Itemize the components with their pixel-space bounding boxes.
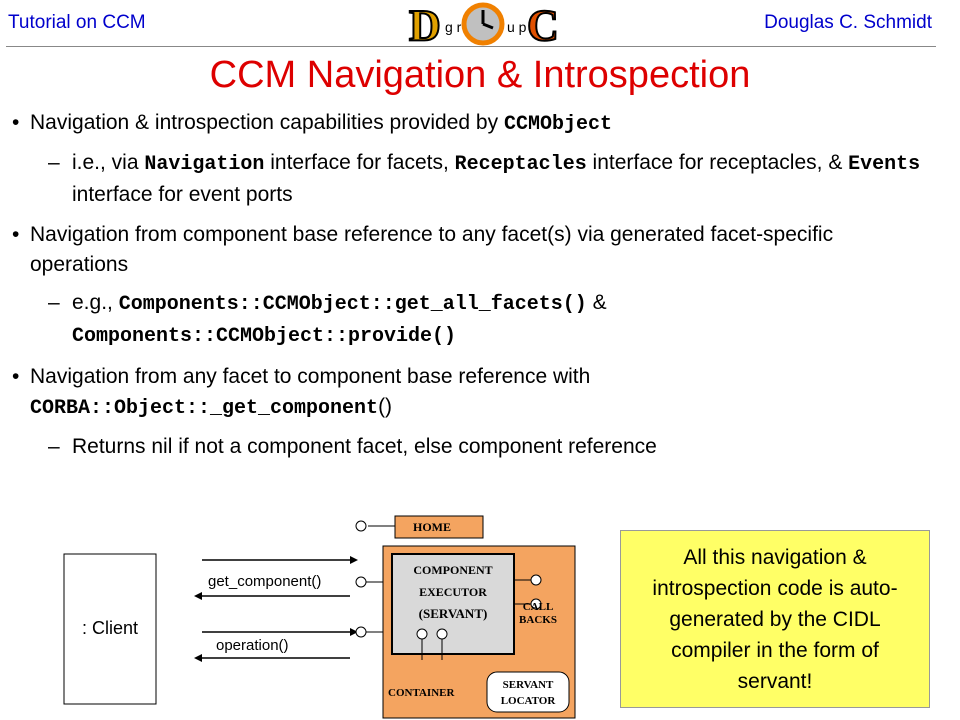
home-port xyxy=(355,520,367,532)
bullet-text: () xyxy=(378,395,393,418)
header-left-text: Tutorial on CCM xyxy=(8,12,146,33)
servant-locator-line1: SERVANT xyxy=(503,679,554,691)
bullet-text: Returns nil if not a component facet, el… xyxy=(72,435,657,458)
facet-port-1 xyxy=(355,576,367,588)
callbacks-line2: BACKS xyxy=(519,614,557,626)
bullet-text: interface for receptacles, & xyxy=(586,151,849,174)
header-right-text: Douglas C. Schmidt xyxy=(764,12,932,33)
executor-port-2 xyxy=(436,628,448,640)
ccm-navigation-diagram: : Client get_component() operation() HOM… xyxy=(63,515,576,719)
svg-text:g r: g r xyxy=(445,19,462,35)
home-box xyxy=(394,515,484,539)
bullet-item: • Navigation from component base referenc… xyxy=(12,220,932,280)
bullet-text: i.e., via xyxy=(72,151,145,174)
bullet-dot: • xyxy=(12,111,20,134)
bullet-text: Navigation from any facet to component b… xyxy=(30,365,591,388)
logo-letter-d: D xyxy=(409,2,441,46)
header-divider xyxy=(6,46,936,47)
sub-bullet-dash: – xyxy=(48,435,60,458)
bullet-text: Navigation from component base reference… xyxy=(30,223,834,276)
container-label: CONTAINER xyxy=(388,687,455,699)
code-text: Components::CCMObject::get_all_facets() xyxy=(118,293,587,316)
executor-port-1 xyxy=(416,628,428,640)
slide-title: CCM Navigation & Introspection xyxy=(209,54,751,96)
component-executor-line1: COMPONENT xyxy=(413,563,492,577)
sub-bullet-item: –i.e., via Navigation interface for face… xyxy=(12,148,932,210)
svg-text:u p: u p xyxy=(507,19,527,35)
bullet-dot: • xyxy=(12,365,20,388)
bullet-text: Navigation & introspection capabilities … xyxy=(30,111,504,134)
code-text: CCMObject xyxy=(503,113,612,136)
bullet-item: • Navigation & introspection capabilities… xyxy=(12,108,932,140)
operation-label: operation() xyxy=(216,637,289,654)
code-text: Navigation xyxy=(144,153,265,176)
sub-bullet-dash: – xyxy=(48,151,60,174)
code-text: Events xyxy=(848,153,921,176)
servant-locator-box xyxy=(486,671,570,713)
get-component-label: get_component() xyxy=(208,573,321,590)
bullet-dot: • xyxy=(12,223,20,246)
bullet-text: interface for event ports xyxy=(72,183,293,206)
component-executor-box xyxy=(391,553,515,655)
client-box xyxy=(63,553,157,705)
client-label: : Client xyxy=(82,618,138,638)
facet-port-2 xyxy=(355,626,367,638)
code-text: Components::CCMObject::provide() xyxy=(72,325,457,348)
doc-group-logo: D C g r u p xyxy=(403,2,563,46)
component-executor-line3: (SERVANT) xyxy=(419,606,488,621)
bullet-list: • Navigation & introspection capabilities… xyxy=(12,108,932,472)
bullet-item: • Navigation from any facet to component … xyxy=(12,362,932,424)
bullet-text: e.g., xyxy=(72,291,119,314)
code-text: Receptacles xyxy=(454,153,587,176)
code-text: CORBA::Object::_get_component xyxy=(30,397,379,420)
callbacks-line1: CALL xyxy=(523,601,554,613)
sub-bullet-dash: – xyxy=(48,291,60,314)
note-text: All this navigation & introspection code… xyxy=(652,545,898,693)
servant-locator-line2: LOCATOR xyxy=(501,695,557,707)
auto-generated-note: All this navigation & introspection code… xyxy=(620,530,930,708)
bullet-text: & xyxy=(586,291,607,314)
home-label: HOME xyxy=(413,520,451,534)
callback-port-1 xyxy=(530,574,542,586)
bullet-text: interface for facets, xyxy=(264,151,455,174)
sub-bullet-item: –e.g., Components::CCMObject::get_all_fa… xyxy=(12,288,932,352)
sub-bullet-item: –Returns nil if not a component facet, e… xyxy=(12,432,932,462)
component-executor-line2: EXECUTOR xyxy=(419,585,487,599)
logo-letter-c: C xyxy=(527,2,559,46)
